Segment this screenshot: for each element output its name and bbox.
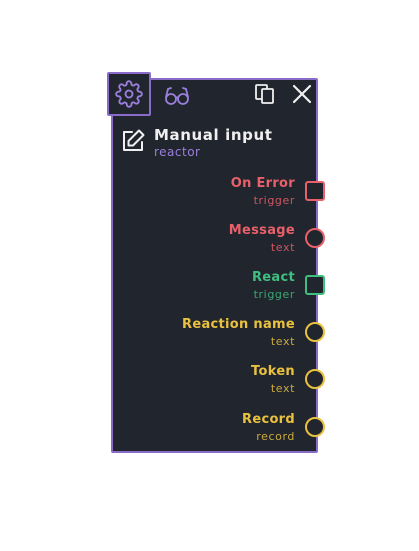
output-port: React trigger bbox=[0, 270, 419, 310]
node-header: Manual input reactor bbox=[120, 126, 310, 162]
port-type: text bbox=[270, 241, 295, 254]
port-handle[interactable] bbox=[305, 369, 325, 389]
output-port: On Error trigger bbox=[0, 176, 419, 216]
port-type: text bbox=[270, 382, 295, 395]
output-port: Reaction name text bbox=[0, 317, 419, 357]
port-label: Message bbox=[228, 223, 295, 238]
output-port: Message text bbox=[0, 223, 419, 263]
port-type: trigger bbox=[253, 288, 295, 301]
port-type: text bbox=[270, 335, 295, 348]
port-label: Token bbox=[251, 364, 295, 379]
port-handle[interactable] bbox=[305, 417, 325, 437]
view-button[interactable] bbox=[163, 84, 191, 106]
port-type: trigger bbox=[253, 194, 295, 207]
settings-button[interactable] bbox=[107, 72, 151, 116]
port-handle[interactable] bbox=[305, 228, 325, 248]
glasses-icon bbox=[165, 87, 189, 105]
close-button[interactable] bbox=[290, 82, 314, 106]
port-handle[interactable] bbox=[305, 322, 325, 342]
output-port: Record record bbox=[0, 412, 419, 452]
port-label: Record bbox=[242, 412, 295, 427]
node-panel[interactable] bbox=[111, 78, 318, 453]
port-type: record bbox=[256, 430, 295, 443]
port-label: React bbox=[251, 270, 295, 285]
edit-icon bbox=[123, 129, 145, 151]
copy-icon bbox=[255, 84, 274, 104]
port-handle[interactable] bbox=[305, 181, 325, 201]
port-handle[interactable] bbox=[305, 275, 325, 295]
port-label: Reaction name bbox=[182, 317, 295, 332]
gear-icon bbox=[115, 80, 143, 108]
node-title: Manual input bbox=[154, 126, 273, 144]
output-port: Token text bbox=[0, 364, 419, 404]
port-label: On Error bbox=[230, 176, 295, 191]
copy-button[interactable] bbox=[253, 82, 277, 106]
close-icon bbox=[292, 84, 312, 104]
node-subtitle: reactor bbox=[154, 145, 201, 159]
